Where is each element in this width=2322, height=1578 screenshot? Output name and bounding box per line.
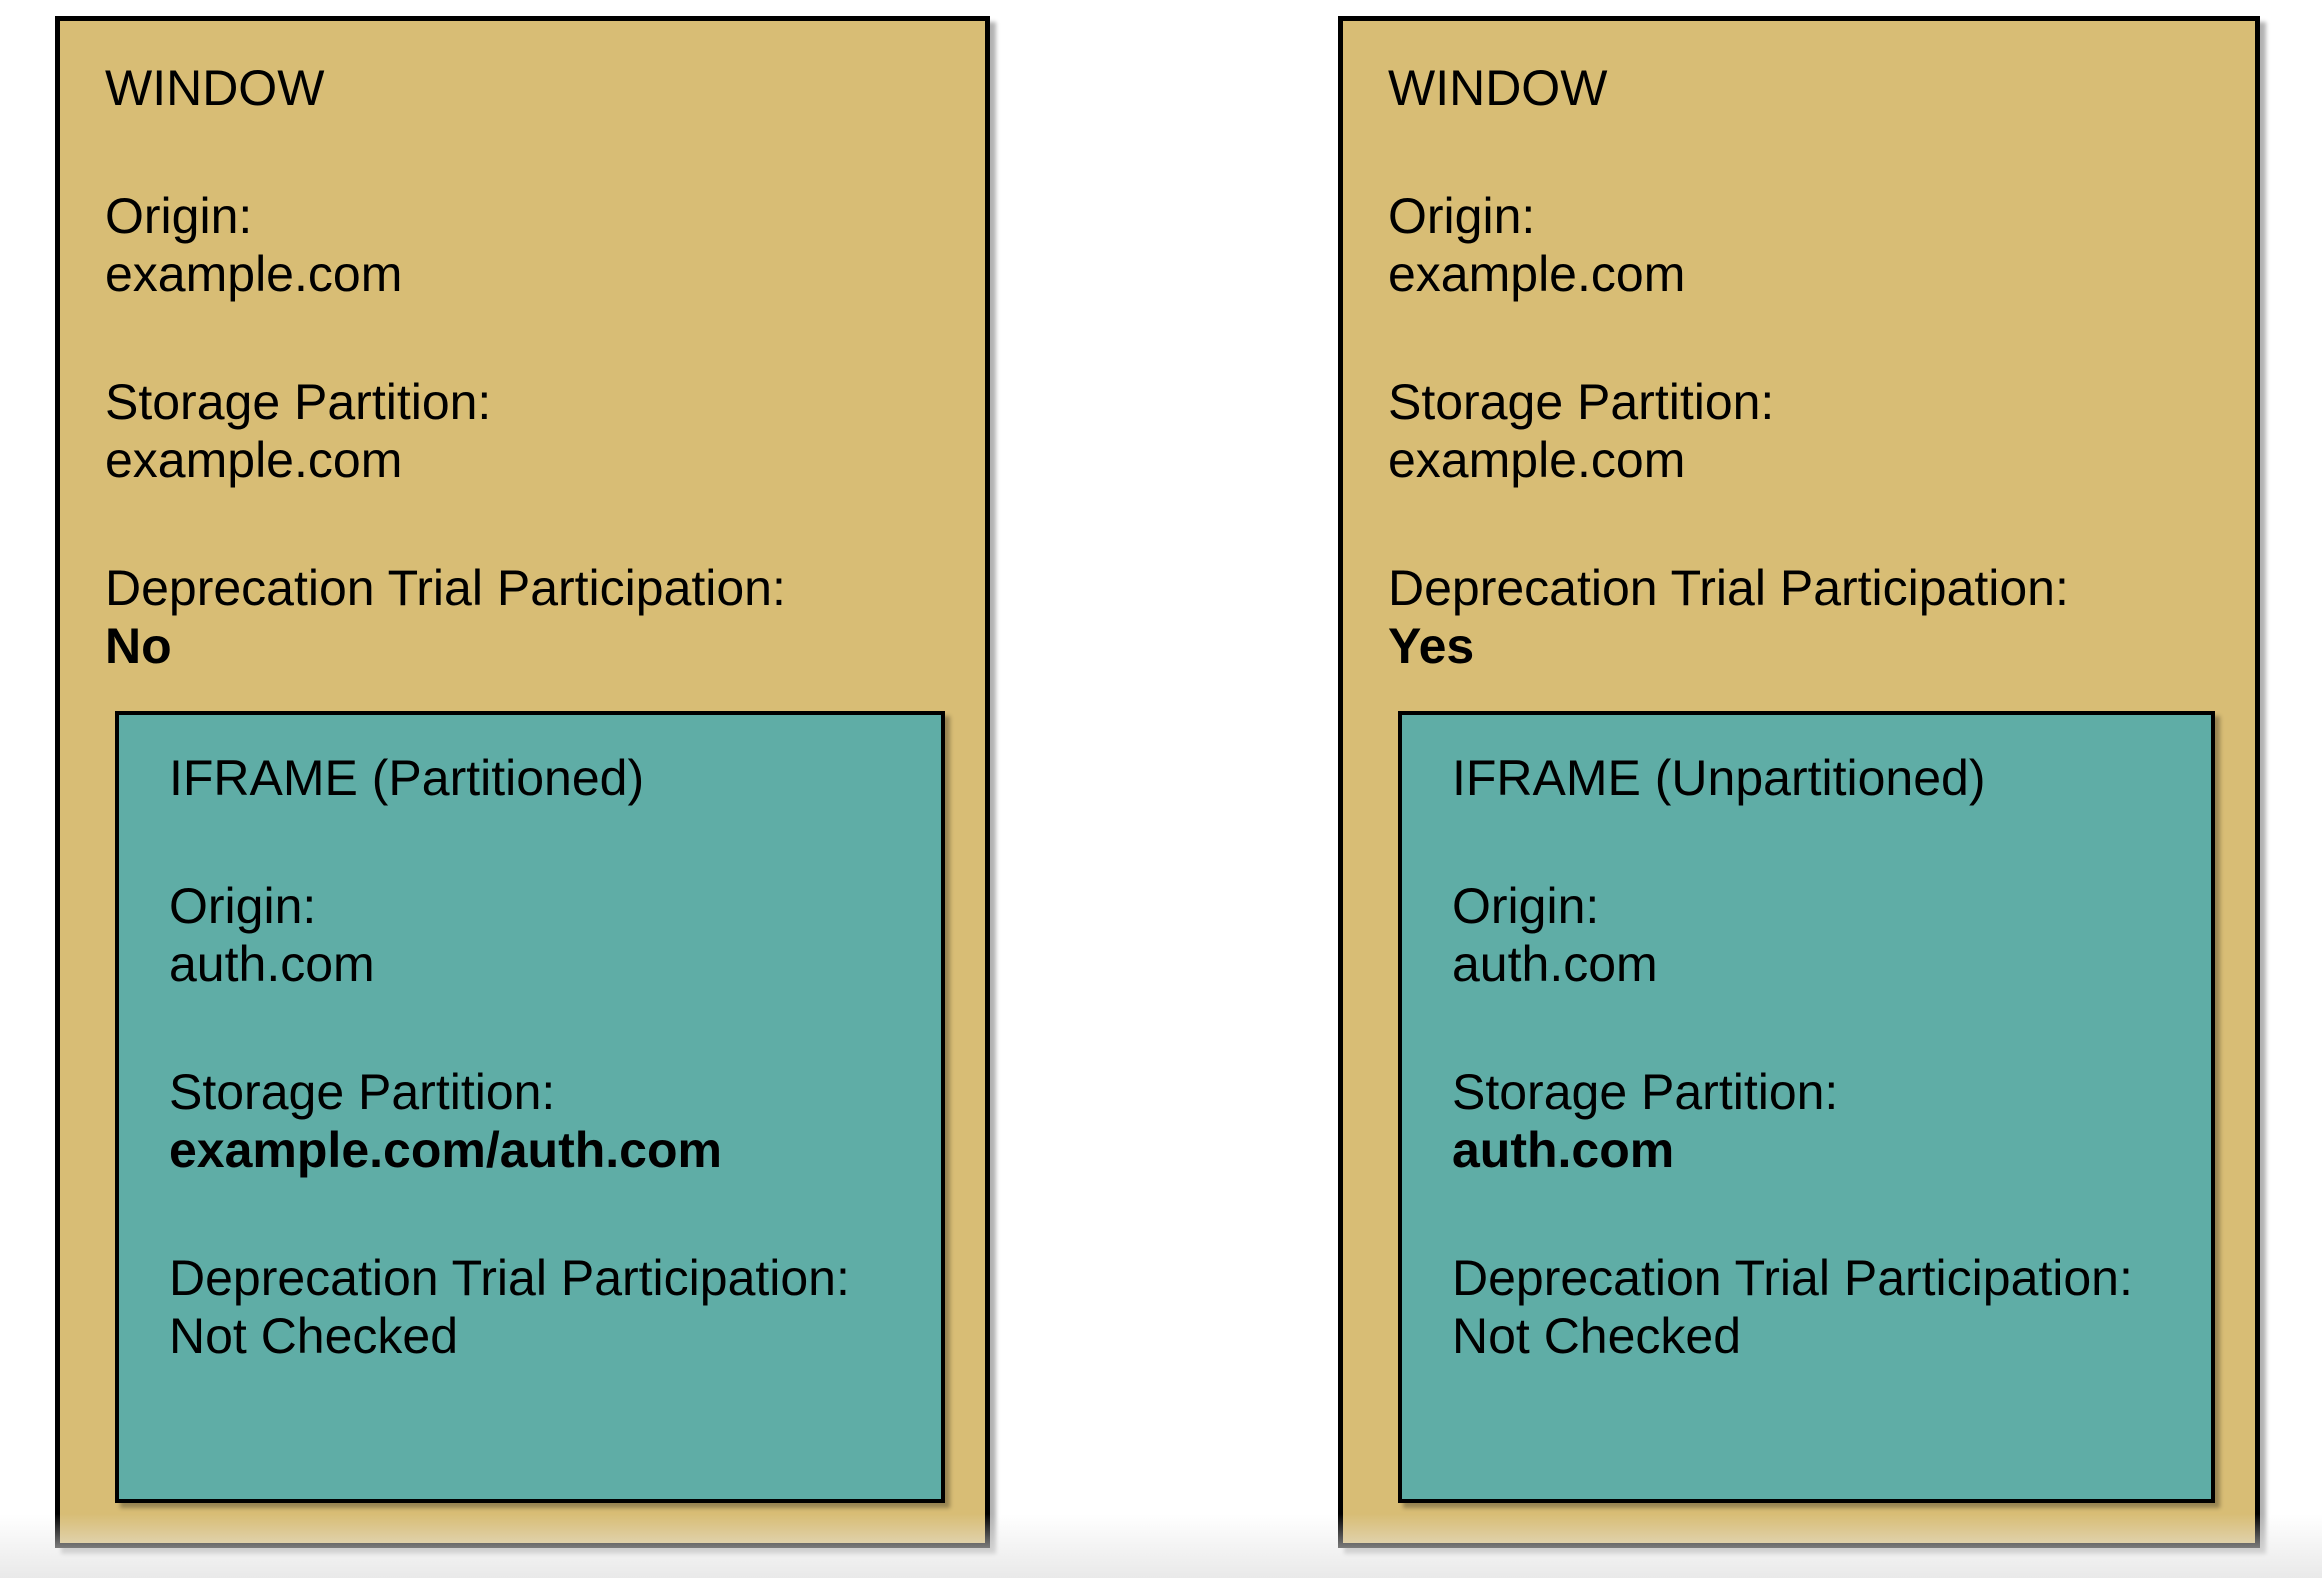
iframe-origin-field: Origin: auth.com xyxy=(1452,877,2171,993)
field-value: example.com/auth.com xyxy=(169,1122,722,1178)
field-label: Storage Partition: xyxy=(1388,374,1775,430)
field-label: Deprecation Trial Participation: xyxy=(1452,1250,2133,1306)
field-label: Origin: xyxy=(1452,878,1600,934)
field-value: auth.com xyxy=(1452,1122,1675,1178)
window-box-right: WINDOW Origin: example.com Storage Parti… xyxy=(1338,16,2260,1548)
field-label: Origin: xyxy=(169,878,317,934)
iframe-storage-partition-field: Storage Partition: example.com/auth.com xyxy=(169,1063,901,1179)
window-origin-field: Origin: example.com xyxy=(1388,187,2215,303)
iframe-deprecation-trial-field: Deprecation Trial Participation: Not Che… xyxy=(1452,1249,2171,1365)
field-value: Not Checked xyxy=(1452,1308,1742,1364)
field-value: example.com xyxy=(105,432,403,488)
iframe-title: IFRAME (Partitioned) xyxy=(169,750,645,806)
window-deprecation-trial-field: Deprecation Trial Participation: Yes xyxy=(1388,559,2215,675)
iframe-box-partitioned: IFRAME (Partitioned) Origin: auth.com St… xyxy=(115,711,945,1503)
field-label: Storage Partition: xyxy=(105,374,492,430)
window-origin-field: Origin: example.com xyxy=(105,187,945,303)
iframe-origin-field: Origin: auth.com xyxy=(169,877,901,993)
field-value: example.com xyxy=(1388,432,1686,488)
field-value: No xyxy=(105,618,172,674)
iframe-title: IFRAME (Unpartitioned) xyxy=(1452,750,1986,806)
field-value: auth.com xyxy=(169,936,375,992)
window-deprecation-trial-field: Deprecation Trial Participation: No xyxy=(105,559,945,675)
field-value: Yes xyxy=(1388,618,1475,674)
window-box-left: WINDOW Origin: example.com Storage Parti… xyxy=(55,16,990,1548)
iframe-storage-partition-field: Storage Partition: auth.com xyxy=(1452,1063,2171,1179)
field-label: Storage Partition: xyxy=(169,1064,556,1120)
field-value: auth.com xyxy=(1452,936,1658,992)
field-label: Deprecation Trial Participation: xyxy=(1388,560,2069,616)
window-title: WINDOW xyxy=(1388,60,1608,116)
field-label: Origin: xyxy=(105,188,253,244)
window-title: WINDOW xyxy=(105,60,325,116)
field-value: example.com xyxy=(1388,246,1686,302)
window-storage-partition-field: Storage Partition: example.com xyxy=(105,373,945,489)
field-label: Storage Partition: xyxy=(1452,1064,1839,1120)
field-label: Origin: xyxy=(1388,188,1536,244)
field-label: Deprecation Trial Participation: xyxy=(105,560,786,616)
field-value: example.com xyxy=(105,246,403,302)
field-label: Deprecation Trial Participation: xyxy=(169,1250,850,1306)
window-storage-partition-field: Storage Partition: example.com xyxy=(1388,373,2215,489)
iframe-deprecation-trial-field: Deprecation Trial Participation: Not Che… xyxy=(169,1249,901,1365)
field-value: Not Checked xyxy=(169,1308,459,1364)
iframe-box-unpartitioned: IFRAME (Unpartitioned) Origin: auth.com … xyxy=(1398,711,2215,1503)
